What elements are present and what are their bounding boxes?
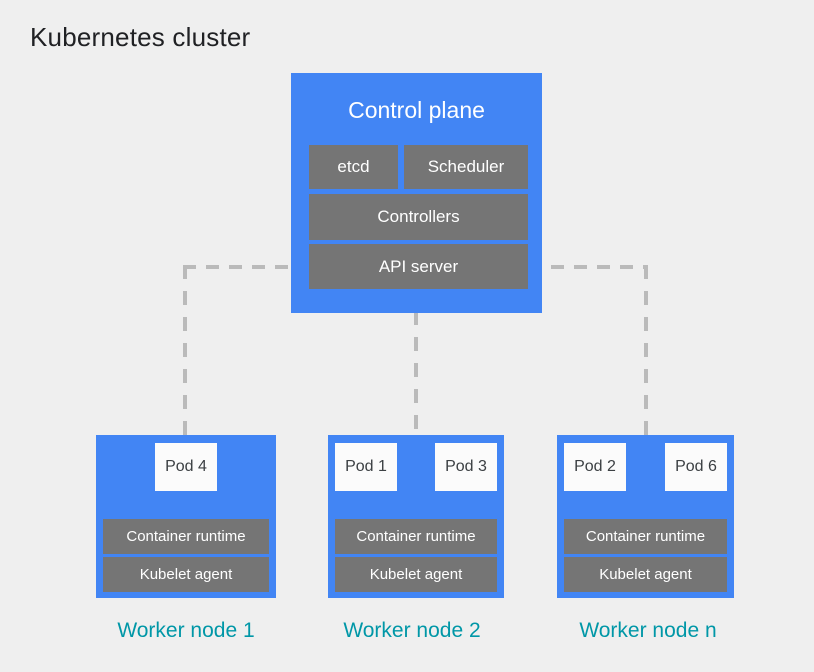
control-plane-title: Control plane (348, 97, 485, 123)
worker-node-1: Pod 4 Container runtime Kubelet agent (96, 435, 276, 598)
worker-node-1-label: Worker node 1 (117, 619, 255, 642)
pod-4: Pod 4 (155, 443, 217, 491)
component-kubelet-agent: Kubelet agent (564, 557, 727, 592)
component-container-runtime: Container runtime (564, 519, 727, 554)
control-plane-node: Control plane etcd Scheduler Controllers… (291, 73, 542, 313)
connector-vertical-center (414, 311, 418, 435)
pod-3: Pod 3 (435, 443, 497, 491)
component-scheduler: Scheduler (404, 145, 528, 189)
pod-row: Pod 4 (103, 443, 269, 491)
worker-node-n-label: Worker node n (579, 619, 717, 642)
worker-node-n: Pod 2 Pod 6 Container runtime Kubelet ag… (557, 435, 734, 598)
component-container-runtime: Container runtime (103, 519, 269, 554)
component-container-runtime: Container runtime (335, 519, 497, 554)
worker-node-2: Pod 1 Pod 3 Container runtime Kubelet ag… (328, 435, 504, 598)
component-kubelet-agent: Kubelet agent (103, 557, 269, 592)
component-controllers: Controllers (309, 194, 528, 240)
pod-row: Pod 2 Pod 6 (564, 443, 727, 491)
pod-2: Pod 2 (564, 443, 626, 491)
connector-vertical-right (644, 265, 648, 435)
component-api-server: API server (309, 244, 528, 289)
pod-6: Pod 6 (665, 443, 727, 491)
worker-node-2-label: Worker node 2 (343, 619, 481, 642)
component-etcd: etcd (309, 145, 398, 189)
pod-1: Pod 1 (335, 443, 397, 491)
connector-vertical-left (183, 265, 187, 435)
pod-row: Pod 1 Pod 3 (335, 443, 497, 491)
component-kubelet-agent: Kubelet agent (335, 557, 497, 592)
page-title: Kubernetes cluster (30, 22, 251, 52)
